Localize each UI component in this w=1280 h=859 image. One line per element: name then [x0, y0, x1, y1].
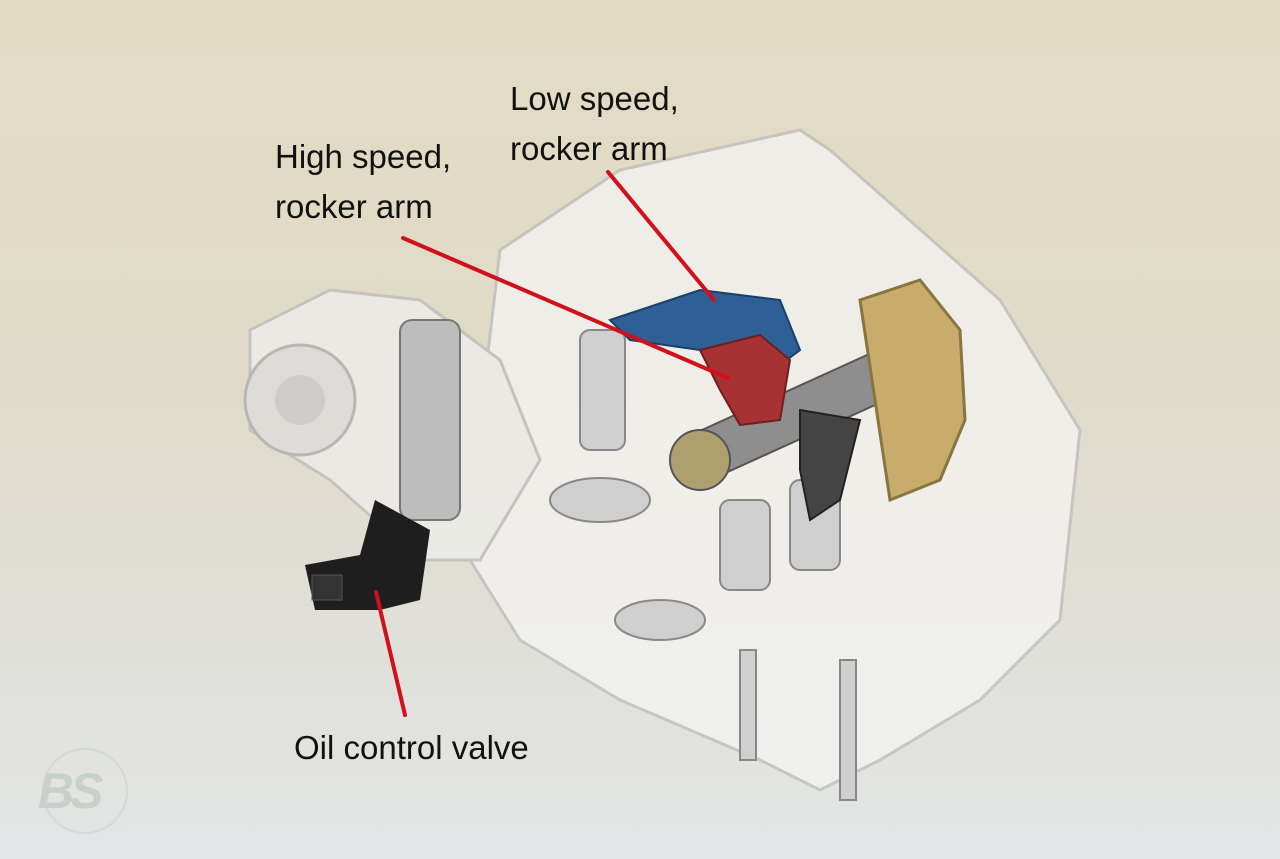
label-oil-control-valve: Oil control valve — [294, 729, 529, 766]
high-speed-rocker-arm — [698, 333, 792, 427]
leader-oil-valve — [374, 590, 407, 717]
bs-logo — [42, 748, 128, 834]
oil-control-valve — [305, 319, 461, 610]
leader-lines — [374, 170, 730, 717]
leader-low-speed — [606, 170, 716, 302]
bs-logo-text: BS — [38, 763, 103, 819]
label-low-speed-rocker-arm: Low speed, rocker arm — [510, 80, 679, 167]
cam-gear — [858, 278, 967, 503]
label-high-speed-rocker-arm: High speed, rocker arm — [275, 138, 452, 225]
valve-springs — [549, 329, 857, 801]
secondary-rocker-arm — [799, 408, 862, 522]
leader-high-speed — [401, 236, 730, 380]
